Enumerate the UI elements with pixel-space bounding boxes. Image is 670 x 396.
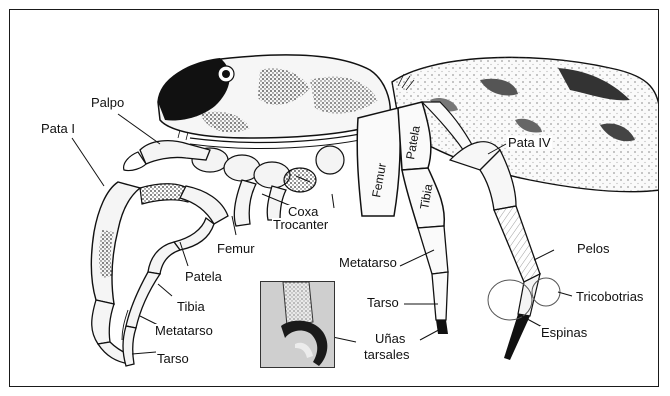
coxae-row: [192, 146, 344, 192]
diagram-frame: Femur Patela Tibia: [9, 9, 659, 387]
label-patela: Patela: [184, 270, 223, 283]
label-tibia: Tibia: [176, 300, 206, 313]
label-tarso-mid: Tarso: [366, 296, 400, 309]
claw-drawing: [261, 282, 335, 368]
label-pata-i: Pata I: [40, 122, 76, 135]
label-palpo: Palpo: [90, 96, 125, 109]
label-pelos: Pelos: [576, 242, 611, 255]
label-metatarso-front: Metatarso: [154, 324, 214, 337]
tarsal-claw-inset: [260, 281, 335, 368]
label-trocanter: Trocanter: [272, 218, 329, 231]
label-tricobotrias: Tricobotrias: [575, 290, 644, 303]
abdomen: [392, 57, 659, 191]
label-pata-iv: Pata IV: [507, 136, 552, 149]
label-tarsales: tarsales: [363, 348, 411, 361]
label-espinas: Espinas: [540, 326, 588, 339]
label-femur: Femur: [216, 242, 256, 255]
label-tarso-front: Tarso: [156, 352, 190, 365]
label-unas: Uñas: [374, 332, 406, 345]
label-metatarso-mid: Metatarso: [338, 256, 398, 269]
